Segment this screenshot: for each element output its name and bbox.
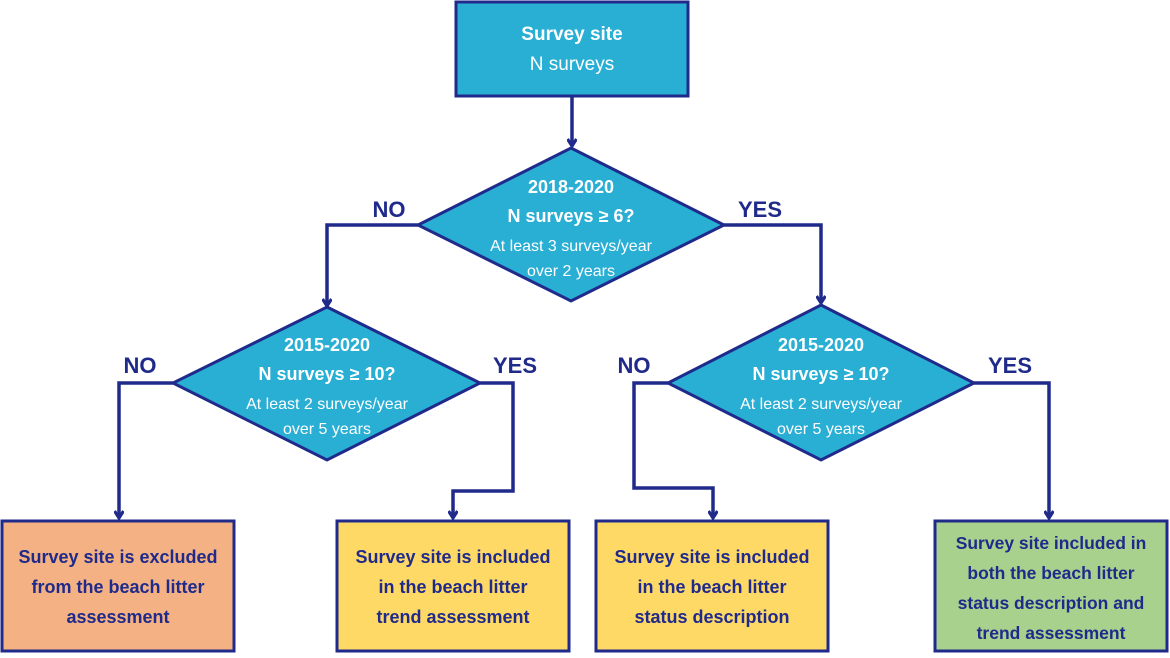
outcome-both-line-1: Survey site included in [956,533,1147,553]
start-box [454,0,690,98]
outcome-status-line-1: Survey site is included [614,547,809,567]
start-title: Survey site [521,24,622,45]
outcome-both-line-3: status description and [958,593,1145,613]
decision-top-condition: N surveys ≥ 6? [508,206,635,226]
outcome-excluded-line-1: Survey site is excluded [18,547,217,567]
outcome-trend-line-3: trend assessment [376,607,529,627]
decision-top-yes-label: YES [738,197,782,222]
decision-top-no-label: NO [373,197,406,222]
outcome-status-line-2: in the beach litter [637,577,786,597]
outcome-status-box [594,519,830,653]
decision-left-note-2: over 5 years [283,421,371,438]
edge-right-yes [974,381,1049,517]
outcome-status-line-3: status description [634,607,789,627]
outcome-excluded-box [0,519,236,653]
decision-right-note-2: over 5 years [777,421,865,438]
outcome-both-line-4: trend assessment [977,623,1126,643]
decision-left-condition: N surveys ≥ 10? [259,364,396,384]
decision-right-period: 2015-2020 [778,335,864,355]
outcome-excluded-line-3: assessment [66,607,169,627]
edge-top-yes [724,223,821,302]
edge-left-yes [453,381,515,517]
decision-left-note-1: At least 2 surveys/year [246,396,409,413]
decision-top-diamond [414,146,728,303]
decision-left-period: 2015-2020 [284,335,370,355]
outcome-trend-line-2: in the beach litter [378,577,527,597]
outcome-trend-box [335,519,571,653]
decision-top-period: 2018-2020 [528,177,614,197]
edge-top-no [327,223,418,305]
decision-right-no-label: NO [618,353,651,378]
decision-left-yes-label: YES [493,353,537,378]
outcome-trend-line-1: Survey site is included [355,547,550,567]
decision-right-note-1: At least 2 surveys/year [740,396,903,413]
edge-right-no [632,381,713,517]
start-subtitle: N surveys [530,54,614,75]
decision-left-no-label: NO [124,353,157,378]
edge-left-no [119,381,173,517]
outcome-excluded-line-2: from the beach litter [31,577,204,597]
outcome-both-line-2: both the beach litter [967,563,1134,583]
decision-right-yes-label: YES [988,353,1032,378]
decision-top-note-2: over 2 years [527,263,615,280]
decision-right-diamond [664,303,978,462]
decision-left-diamond [169,305,484,462]
decision-right-condition: N surveys ≥ 10? [753,364,890,384]
decision-top-note-1: At least 3 surveys/year [490,238,653,255]
outcome-both-box [933,519,1169,653]
